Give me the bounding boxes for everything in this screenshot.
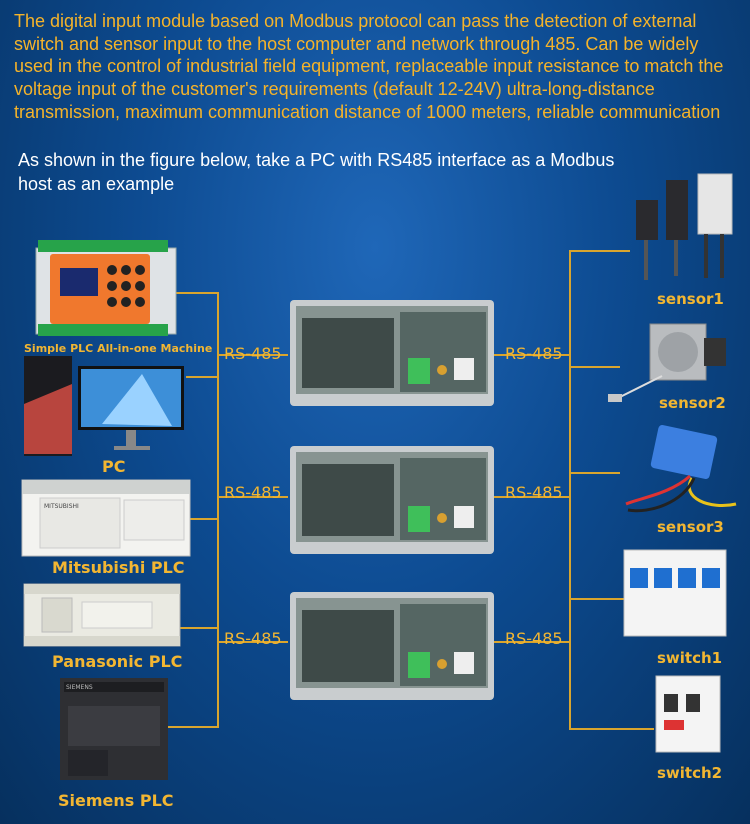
panasonic-plc-image bbox=[23, 583, 181, 647]
rs485-label-right-1: RS-485 bbox=[505, 344, 563, 363]
switch2-image bbox=[655, 675, 721, 753]
example-caption: As shown in the figure below, take a PC … bbox=[18, 150, 615, 194]
device-label-switch2: switch2 bbox=[657, 764, 723, 782]
svg-text:SIEMENS: SIEMENS bbox=[66, 684, 93, 691]
modbus-module-1-image bbox=[290, 300, 494, 406]
modbus-module-3-image bbox=[290, 592, 494, 700]
rs485-label-right-2: RS-485 bbox=[505, 483, 563, 502]
rs485-label-left-2: RS-485 bbox=[224, 483, 282, 502]
rs485-label-right-3: RS-485 bbox=[505, 629, 563, 648]
sensor2-image bbox=[608, 323, 726, 402]
switch1-image bbox=[623, 549, 727, 637]
host-label-mitsubishi: Mitsubishi PLC bbox=[52, 558, 185, 577]
svg-text:MITSUBISHI: MITSUBISHI bbox=[44, 503, 79, 510]
rs485-label-left-1: RS-485 bbox=[224, 344, 282, 363]
host-label-pc: PC bbox=[102, 457, 126, 476]
plc-all-in-one-machine-image bbox=[35, 240, 177, 336]
device-label-sensor3: sensor3 bbox=[657, 518, 724, 536]
host-label-panasonic: Panasonic PLC bbox=[52, 652, 183, 671]
device-label-sensor1: sensor1 bbox=[657, 290, 724, 308]
host-label-siemens: Siemens PLC bbox=[58, 791, 174, 810]
device-label-sensor2: sensor2 bbox=[659, 394, 726, 412]
sensor3-image bbox=[625, 424, 737, 513]
pc-image bbox=[24, 356, 184, 456]
sensor1-image bbox=[636, 173, 733, 280]
modbus-module-2-image bbox=[290, 446, 494, 554]
device-label-switch1: switch1 bbox=[657, 649, 723, 667]
intro-paragraph: The digital input module based on Modbus… bbox=[14, 11, 724, 122]
mitsubishi-plc-image: MITSUBISHI bbox=[21, 479, 191, 557]
rs485-label-left-3: RS-485 bbox=[224, 629, 282, 648]
host-label-plc-machine: Simple PLC All-in-one Machine bbox=[24, 342, 213, 355]
siemens-plc-image: SIEMENS bbox=[60, 678, 168, 780]
